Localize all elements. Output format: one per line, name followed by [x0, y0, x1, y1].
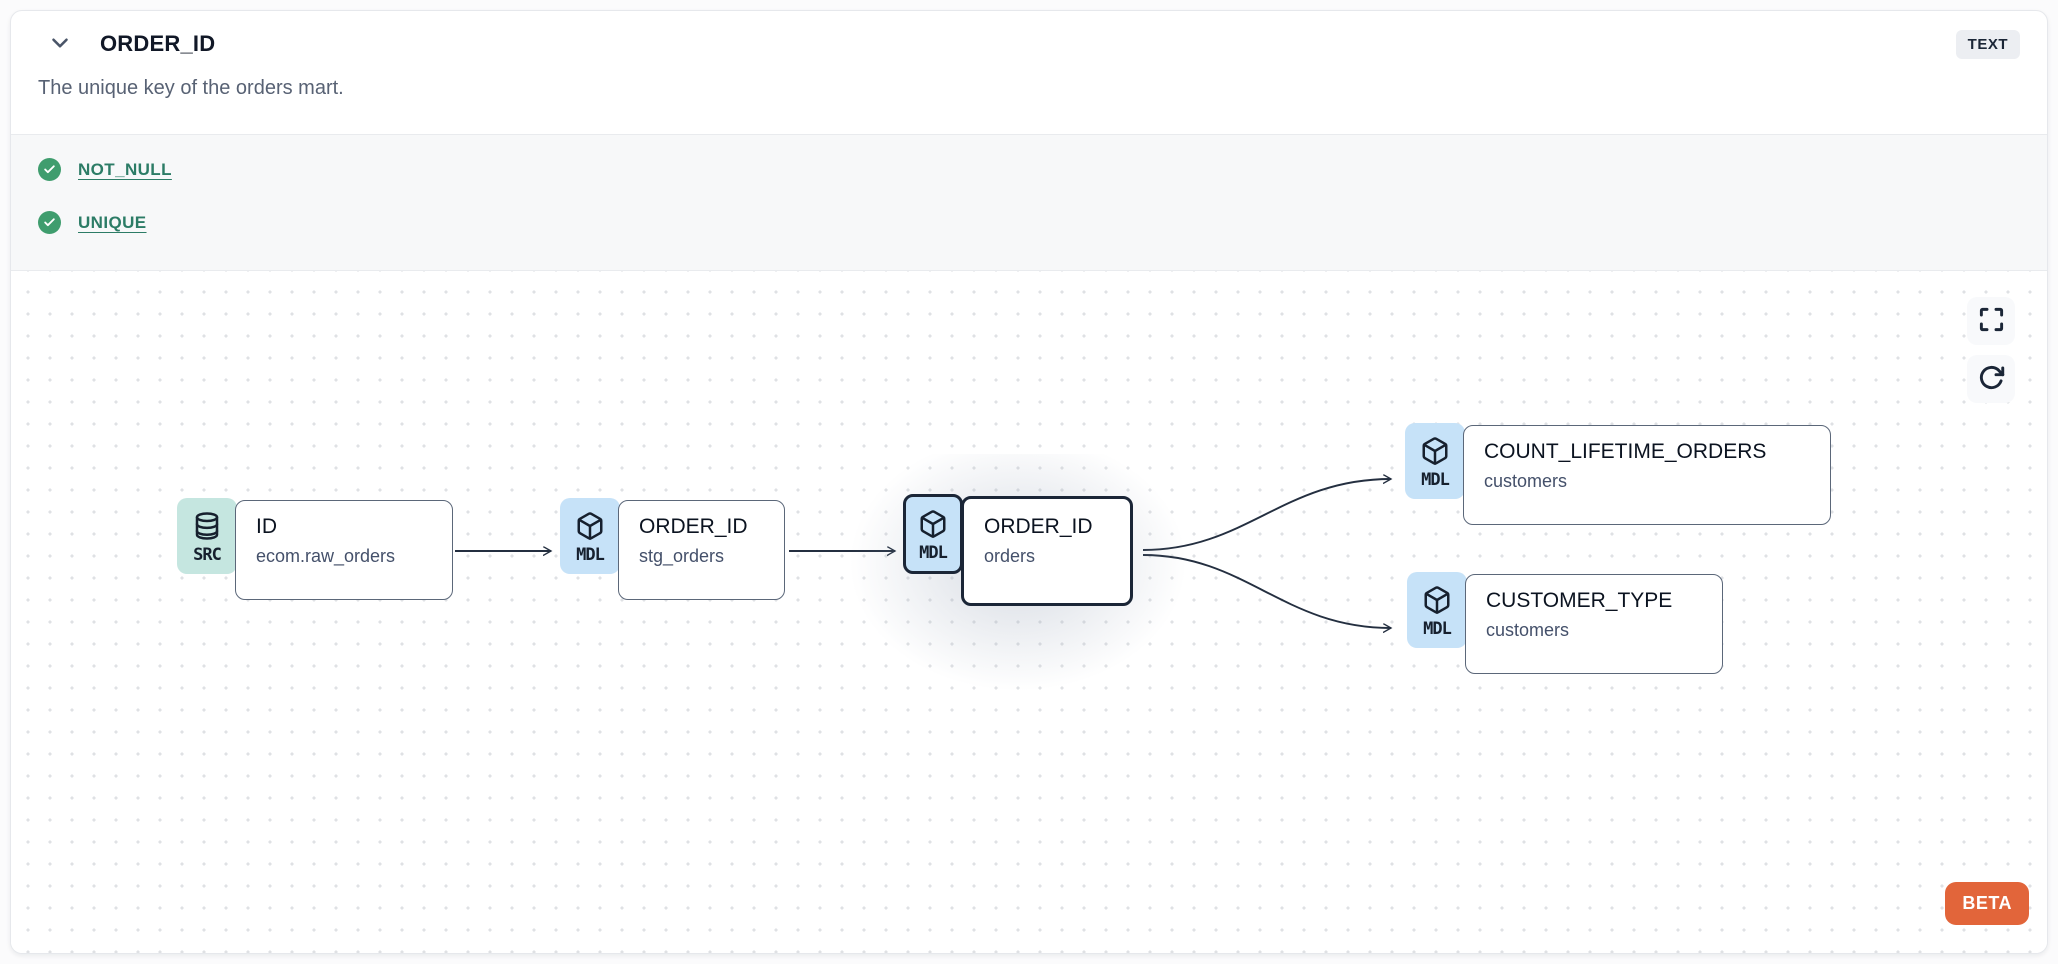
node-type-badge: MDL [1407, 572, 1467, 648]
check-circle-icon [38, 158, 61, 181]
node-type-badge: MDL [560, 498, 620, 574]
column-description: The unique key of the orders mart. [38, 77, 344, 99]
refresh-icon [1978, 364, 2005, 394]
test-row: NOT_NULL [38, 158, 2020, 181]
cube-icon [1422, 585, 1452, 620]
fullscreen-button[interactable] [1967, 297, 2015, 345]
column-title: ORDER_ID [100, 31, 216, 56]
lineage-node-order-id-orders-selected[interactable]: MDL ORDER_ID orders [843, 454, 1193, 696]
canvas-controls [1967, 297, 2015, 403]
fullscreen-icon [1978, 306, 2005, 336]
node-subtitle: stg_orders [639, 546, 725, 566]
cube-icon [1420, 436, 1450, 471]
node-title: CUSTOMER_TYPE [1486, 589, 1673, 612]
column-details-card: ORDER_ID TEXT The unique key of the orde… [10, 10, 2048, 954]
column-header: ORDER_ID TEXT The unique key of the orde… [11, 11, 2047, 134]
chevron-down-icon [47, 30, 73, 59]
lineage-canvas[interactable]: SRC ID ecom.raw_orders MDL ORDE [11, 271, 2047, 953]
node-type-badge: MDL [903, 494, 963, 574]
node-type-label: SRC [193, 545, 222, 565]
database-icon [192, 511, 222, 546]
node-type-label: MDL [1423, 619, 1452, 639]
node-subtitle: orders [984, 546, 1036, 566]
node-subtitle: customers [1486, 620, 1570, 640]
lineage-node-customer-type[interactable]: MDL CUSTOMER_TYPE customers [1407, 572, 1723, 674]
node-title: ORDER_ID [984, 515, 1093, 538]
test-link-not-null[interactable]: NOT_NULL [78, 159, 172, 179]
check-circle-icon [38, 211, 61, 234]
test-row: UNIQUE [38, 211, 2020, 234]
refresh-button[interactable] [1967, 355, 2015, 403]
column-type-badge: TEXT [1955, 29, 2020, 59]
node-subtitle: customers [1484, 471, 1568, 491]
node-type-label: MDL [576, 545, 605, 565]
cube-icon [575, 511, 605, 546]
node-type-label: MDL [919, 543, 948, 563]
beta-badge: BETA [1945, 882, 2029, 925]
lineage-node-count-lifetime-orders[interactable]: MDL COUNT_LIFETIME_ORDERS customers [1405, 423, 1831, 525]
collapse-chevron-button[interactable] [44, 28, 76, 60]
node-title: COUNT_LIFETIME_ORDERS [1484, 440, 1767, 463]
lineage-edges [455, 271, 2047, 953]
node-title: ID [256, 515, 277, 538]
tests-section: NOT_NULL UNIQUE [11, 134, 2047, 271]
lineage-node-id-raw-orders[interactable]: SRC ID ecom.raw_orders [177, 498, 453, 600]
node-title: ORDER_ID [639, 515, 748, 538]
node-type-label: MDL [1421, 470, 1450, 490]
node-type-badge: MDL [1405, 423, 1465, 499]
test-link-unique[interactable]: UNIQUE [78, 212, 147, 232]
cube-icon [918, 509, 948, 544]
lineage-node-order-id-stg-orders[interactable]: MDL ORDER_ID stg_orders [560, 498, 785, 600]
node-subtitle: ecom.raw_orders [256, 546, 396, 566]
node-type-badge: SRC [177, 498, 237, 574]
